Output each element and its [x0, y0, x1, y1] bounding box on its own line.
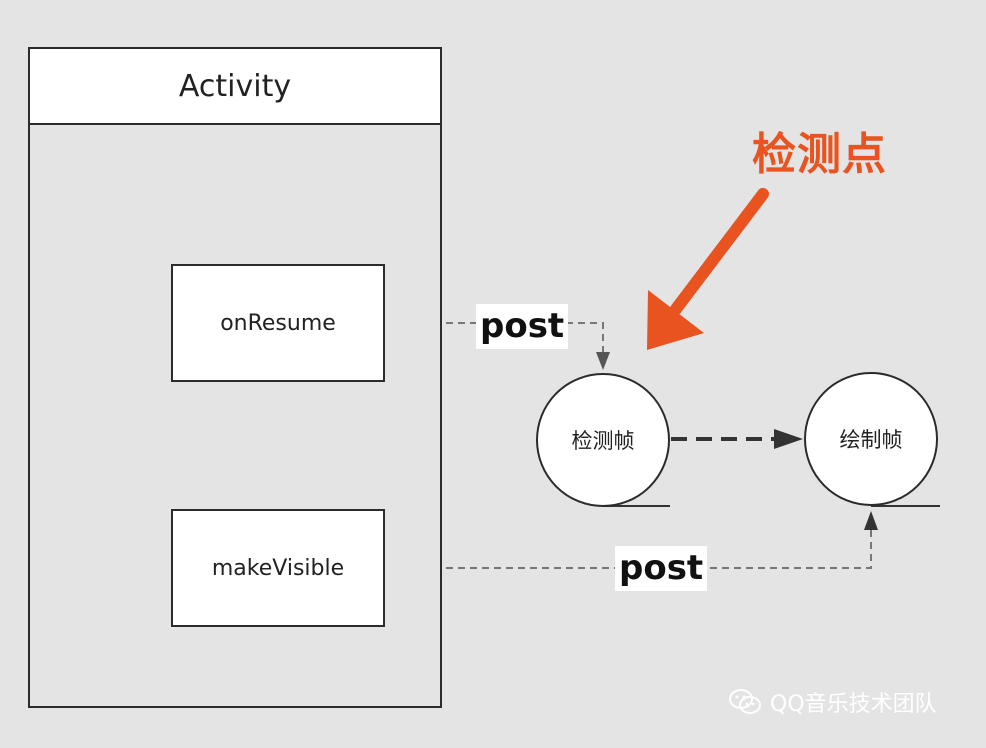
post-path-to-draw-frame [386, 511, 878, 569]
activity-title: Activity [28, 47, 442, 125]
detect-frame-node: 检测帧 [536, 373, 670, 507]
on-resume-box: onResume [171, 264, 385, 382]
post-label-visible: post [615, 546, 708, 591]
post-path-to-detect-frame [386, 322, 610, 370]
callout-arrow [647, 188, 769, 350]
detect-to-draw-arrow [671, 429, 803, 449]
watermark-text: QQ音乐技术团队 [770, 692, 937, 717]
post-label-resume: post [476, 304, 569, 349]
draw-frame-node: 绘制帧 [804, 372, 938, 506]
make-visible-box: makeVisible [171, 509, 385, 627]
wechat-icon [729, 689, 761, 714]
watermark: QQ音乐技术团队 [728, 686, 937, 718]
callout-label: 检测点 [752, 129, 887, 180]
